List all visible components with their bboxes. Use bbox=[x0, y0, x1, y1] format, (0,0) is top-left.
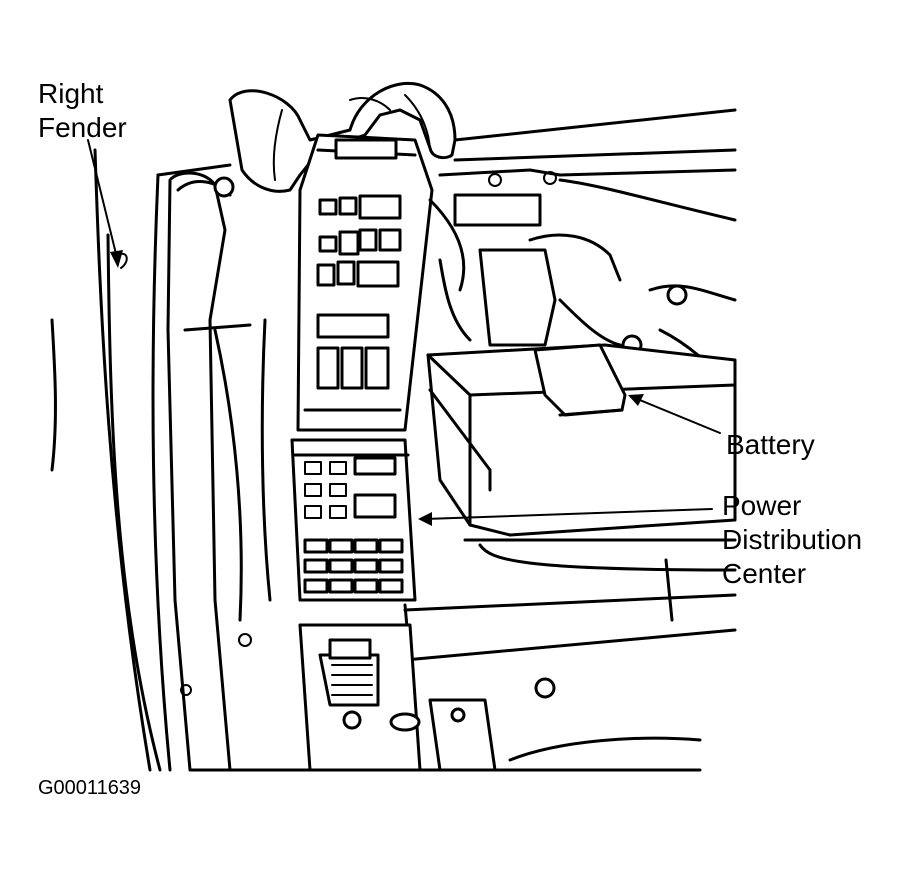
pdc-label-line-1: Power bbox=[722, 490, 802, 521]
battery bbox=[426, 343, 737, 537]
battery-label: Battery bbox=[726, 428, 815, 462]
power-distribution-center-label: Power Distribution Center bbox=[722, 489, 862, 591]
strut-tower bbox=[166, 171, 272, 772]
right-fender-label-line-1: Right bbox=[38, 78, 104, 109]
maxi-fuse-row bbox=[303, 538, 404, 594]
battery-label-line-1: Battery bbox=[726, 429, 815, 460]
right-fender-label: Right Fender bbox=[38, 77, 127, 145]
pdc-label-line-3: Center bbox=[722, 558, 807, 589]
pdc-label-line-2: Distribution bbox=[722, 524, 863, 555]
leader-right-fender bbox=[87, 139, 119, 263]
fuse-slots bbox=[304, 456, 397, 519]
leader-battery bbox=[634, 397, 721, 434]
figure-id: G00011639 bbox=[38, 777, 142, 799]
lower-frame bbox=[228, 538, 737, 772]
pdc-base bbox=[290, 438, 417, 602]
leader-pdc bbox=[424, 508, 713, 520]
right-fender-label-line-2: Fender bbox=[38, 112, 127, 143]
pdc-lid bbox=[296, 133, 434, 432]
leader-lines bbox=[87, 139, 721, 526]
